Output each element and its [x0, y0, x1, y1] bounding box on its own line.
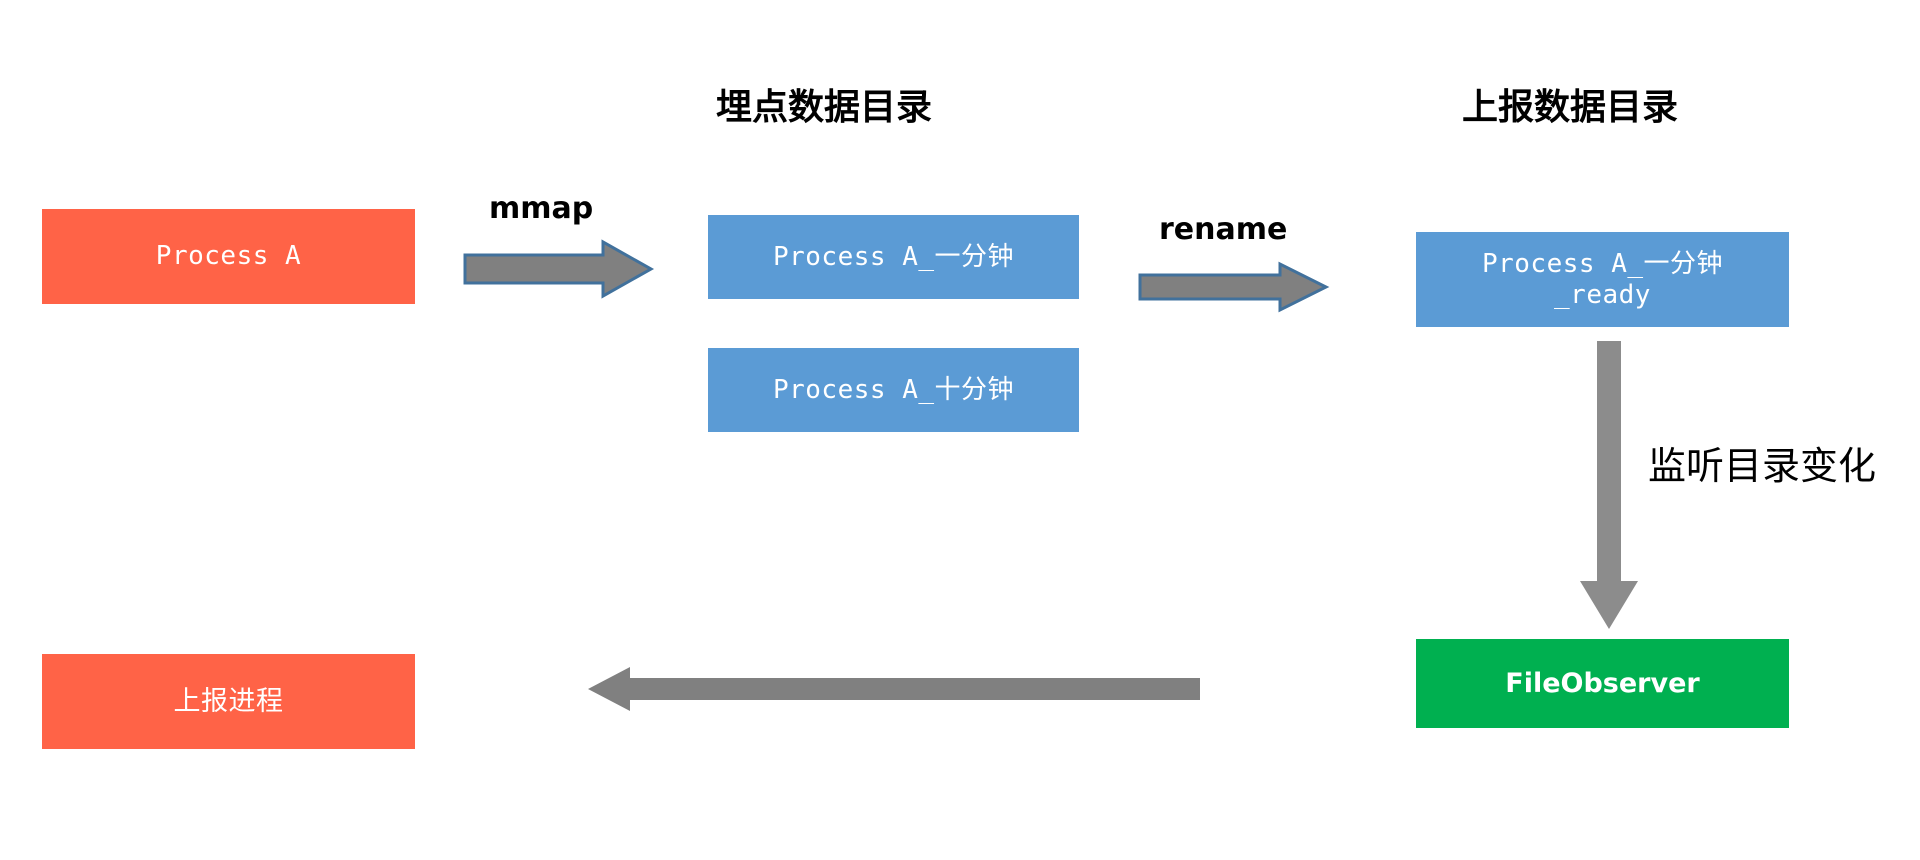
node-file-observer[interactable]: FileObserver	[1416, 639, 1789, 728]
node-file-ready-label-line1: Process A_一分钟	[1481, 248, 1724, 279]
node-file-ten-minute-label: Process A_十分钟	[772, 374, 1015, 405]
edge-label-watch-directory-change: 监听目录变化	[1648, 444, 1877, 488]
heading-report-directory: 上报数据目录	[1462, 86, 1679, 128]
node-process-a[interactable]: Process A	[42, 209, 415, 304]
node-report-process-label: 上报进程	[173, 685, 284, 717]
notify-report-process-arrow-icon	[588, 665, 1200, 713]
node-file-ready[interactable]: Process A_一分钟 _ready	[1416, 232, 1789, 327]
node-file-one-minute[interactable]: Process A_一分钟	[708, 215, 1079, 299]
node-report-process[interactable]: 上报进程	[42, 654, 415, 749]
rename-arrow-icon	[1138, 261, 1330, 313]
edge-label-mmap: mmap	[489, 191, 594, 226]
edge-label-rename: rename	[1159, 212, 1288, 247]
node-file-observer-label: FileObserver	[1505, 667, 1700, 699]
node-file-ready-label-line2: _ready	[1554, 279, 1651, 310]
node-process-a-label: Process A	[155, 241, 302, 272]
node-file-ten-minute[interactable]: Process A_十分钟	[708, 348, 1079, 432]
watch-directory-arrow-icon	[1578, 341, 1640, 631]
mmap-arrow-icon	[463, 239, 655, 299]
node-file-one-minute-label: Process A_一分钟	[772, 241, 1015, 272]
heading-buried-point-directory: 埋点数据目录	[716, 86, 933, 128]
